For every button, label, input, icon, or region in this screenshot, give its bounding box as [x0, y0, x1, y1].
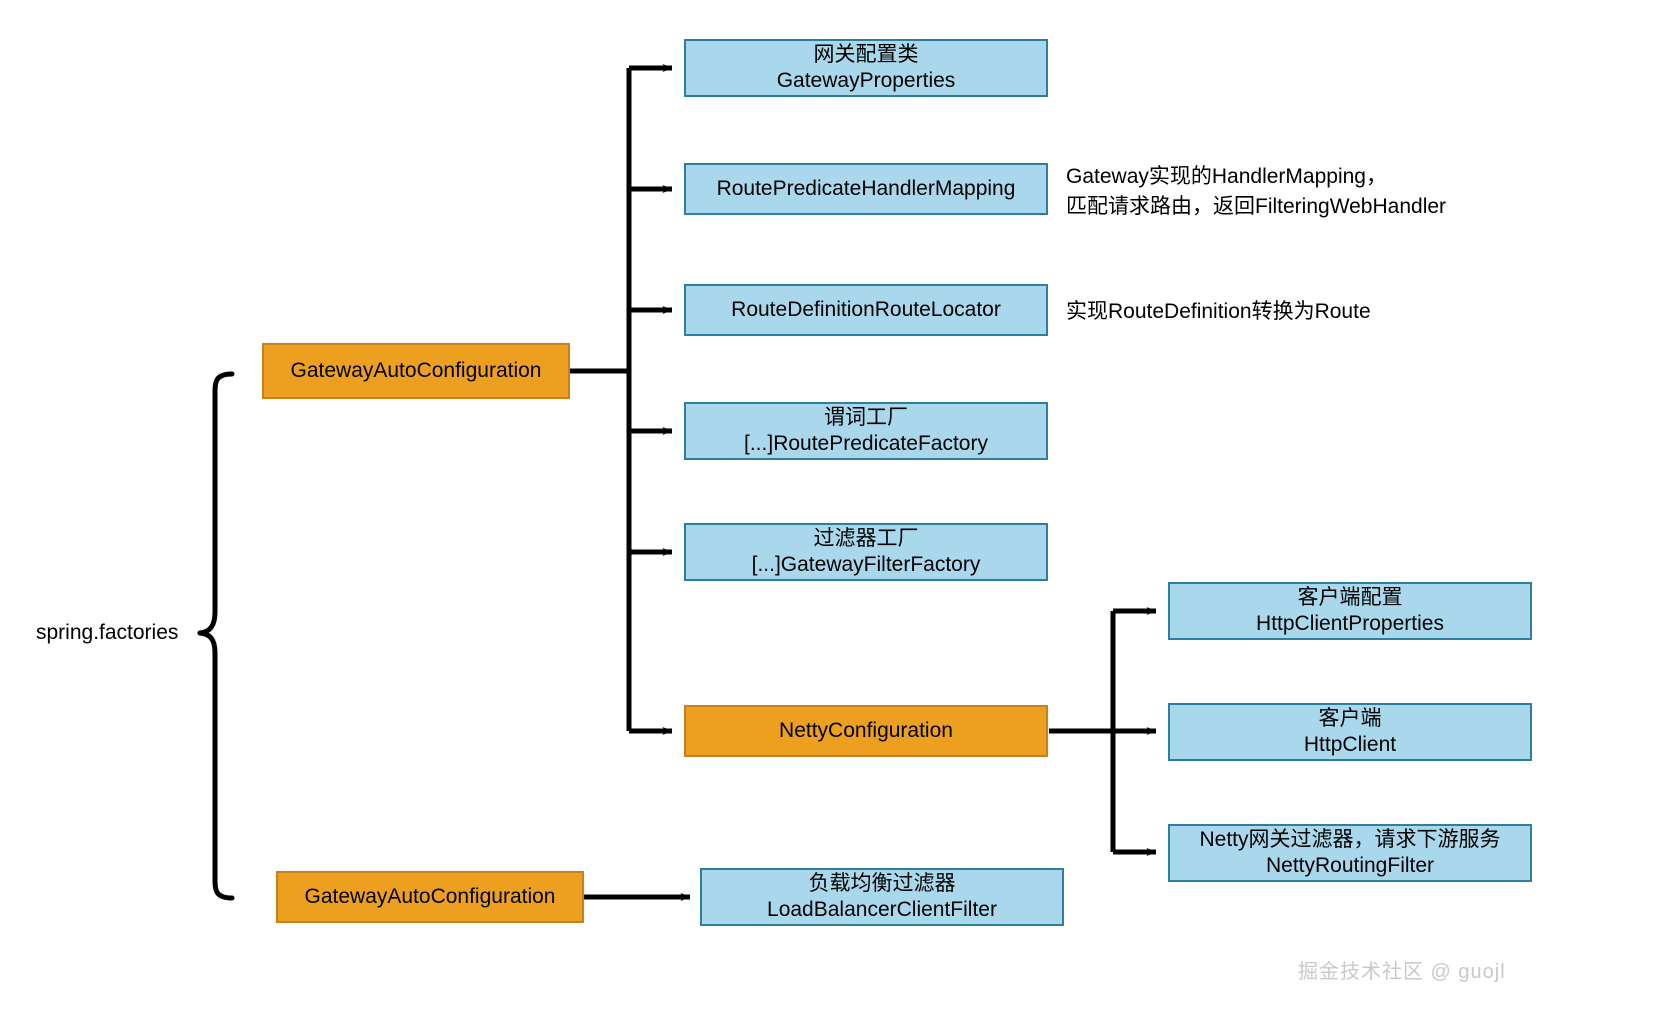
node-label-line2: [...]GatewayFilterFactory — [751, 553, 981, 576]
node-label-line1: NettyConfiguration — [779, 719, 953, 743]
node-http-client-properties[interactable]: 客户端配置 HttpClientProperties — [1168, 582, 1532, 640]
node-gateway-properties[interactable]: 网关配置类 GatewayProperties — [684, 39, 1048, 97]
node-http-client[interactable]: 客户端 HttpClient — [1168, 703, 1532, 761]
node-route-definition-route-locator[interactable]: RouteDefinitionRouteLocator — [684, 284, 1048, 336]
node-label-line1: RoutePredicateHandlerMapping — [716, 177, 1016, 201]
node-label-line2: [...]RoutePredicateFactory — [744, 432, 988, 455]
node-route-predicate-factory[interactable]: 谓词工厂 [...]RoutePredicateFactory — [684, 402, 1048, 460]
spring-factories-label: spring.factories — [36, 621, 179, 644]
node-label-line1: GatewayAutoConfiguration — [290, 359, 542, 383]
netty-fanout-arrows — [1113, 607, 1157, 856]
node-label-line2: LoadBalancerClientFilter — [767, 898, 997, 921]
node-label-line1: GatewayAutoConfiguration — [304, 885, 556, 909]
node-gateway-auto-configuration-2[interactable]: GatewayAutoConfiguration — [276, 871, 584, 923]
node-label-line2: GatewayProperties — [776, 69, 956, 92]
fanout-arrows — [629, 64, 673, 735]
node-route-predicate-handler-mapping[interactable]: RoutePredicateHandlerMapping — [684, 163, 1048, 215]
node-label-line2: NettyRoutingFilter — [1265, 854, 1435, 877]
node-label-line1: 过滤器工厂 — [813, 527, 919, 551]
node-load-balancer-client-filter[interactable]: 负载均衡过滤器 LoadBalancerClientFilter — [700, 868, 1064, 926]
node-label-line1: RouteDefinitionRouteLocator — [731, 298, 1001, 322]
node-netty-routing-filter[interactable]: Netty网关过滤器，请求下游服务 NettyRoutingFilter — [1168, 824, 1532, 882]
note-route-locator: 实现RouteDefinition转换为Route — [1066, 300, 1371, 323]
node-gateway-auto-configuration[interactable]: GatewayAutoConfiguration — [262, 343, 570, 399]
node-gateway-filter-factory[interactable]: 过滤器工厂 [...]GatewayFilterFactory — [684, 523, 1048, 581]
watermark: 掘金技术社区 @ guojl — [1298, 961, 1506, 983]
node-label-line1: 谓词工厂 — [824, 406, 908, 430]
note-handler-mapping: Gateway实现的HandlerMapping， 匹配请求路由，返回Filte… — [1066, 165, 1447, 218]
spring-factories-brace — [197, 371, 235, 901]
node-label-line1: Netty网关过滤器，请求下游服务 — [1199, 828, 1501, 852]
node-label-line1: 客户端配置 — [1297, 586, 1403, 610]
node-label-line1: 负载均衡过滤器 — [808, 872, 956, 896]
node-label-line1: 网关配置类 — [813, 43, 919, 67]
node-netty-configuration[interactable]: NettyConfiguration — [684, 705, 1048, 757]
netty-trunk — [1049, 611, 1116, 852]
node-label-line1: 客户端 — [1318, 707, 1382, 731]
node-label-line2: HttpClient — [1303, 733, 1397, 756]
main-trunk — [569, 68, 632, 731]
node-label-line2: HttpClientProperties — [1256, 612, 1444, 635]
